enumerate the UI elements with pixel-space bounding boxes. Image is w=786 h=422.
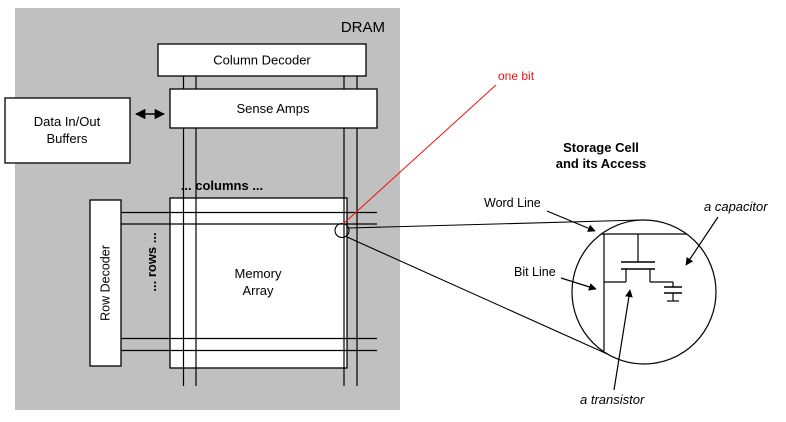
transistor-arrow — [613, 289, 633, 391]
sense-amps-box — [169, 88, 378, 129]
storage-title-line1: Storage Cell — [563, 140, 639, 155]
memory-array-label-line2: Array — [242, 283, 274, 298]
memory-array-label-line1: Memory — [235, 266, 282, 281]
data-buffers-label-line2: Buffers — [47, 131, 88, 146]
storage-cell-circle — [571, 219, 717, 365]
row-decoder-box — [89, 199, 122, 367]
one-bit-circle — [334, 222, 350, 239]
storage-cell-circuit — [601, 233, 687, 351]
storage-title-line2: and its Access — [556, 156, 647, 171]
column-decoder-label: Column Decoder — [213, 53, 311, 68]
one-bit-label: one bit — [498, 69, 535, 83]
sense-amps-label: Sense Amps — [237, 101, 310, 116]
one-bit-pointer-line — [342, 84, 497, 225]
bit-line-label: Bit Line — [514, 265, 556, 279]
capacitor-label: a capacitor — [704, 199, 768, 214]
word-line-arrow — [546, 210, 596, 232]
dram-label: DRAM — [341, 19, 385, 36]
memory-array-box — [169, 197, 348, 369]
bit-line-arrow — [560, 277, 597, 291]
data-buffers-label-line1: Data In/Out — [34, 114, 101, 129]
row-word-lines — [121, 211, 377, 352]
row-decoder-label: Row Decoder — [99, 245, 113, 321]
column-decoder-box — [157, 43, 367, 77]
transistor-symbol — [604, 234, 673, 283]
rows-label: ... rows ... — [144, 232, 159, 291]
word-line-label: Word Line — [484, 196, 541, 210]
zoom-line-top — [348, 219, 642, 229]
capacitor-arrow — [685, 216, 719, 266]
capacitor-symbol — [664, 282, 682, 302]
columns-label: ... columns ... — [181, 178, 263, 193]
zoom-line-bottom — [346, 236, 615, 358]
data-buffers-box — [4, 97, 131, 164]
transistor-label: a transistor — [580, 392, 645, 407]
